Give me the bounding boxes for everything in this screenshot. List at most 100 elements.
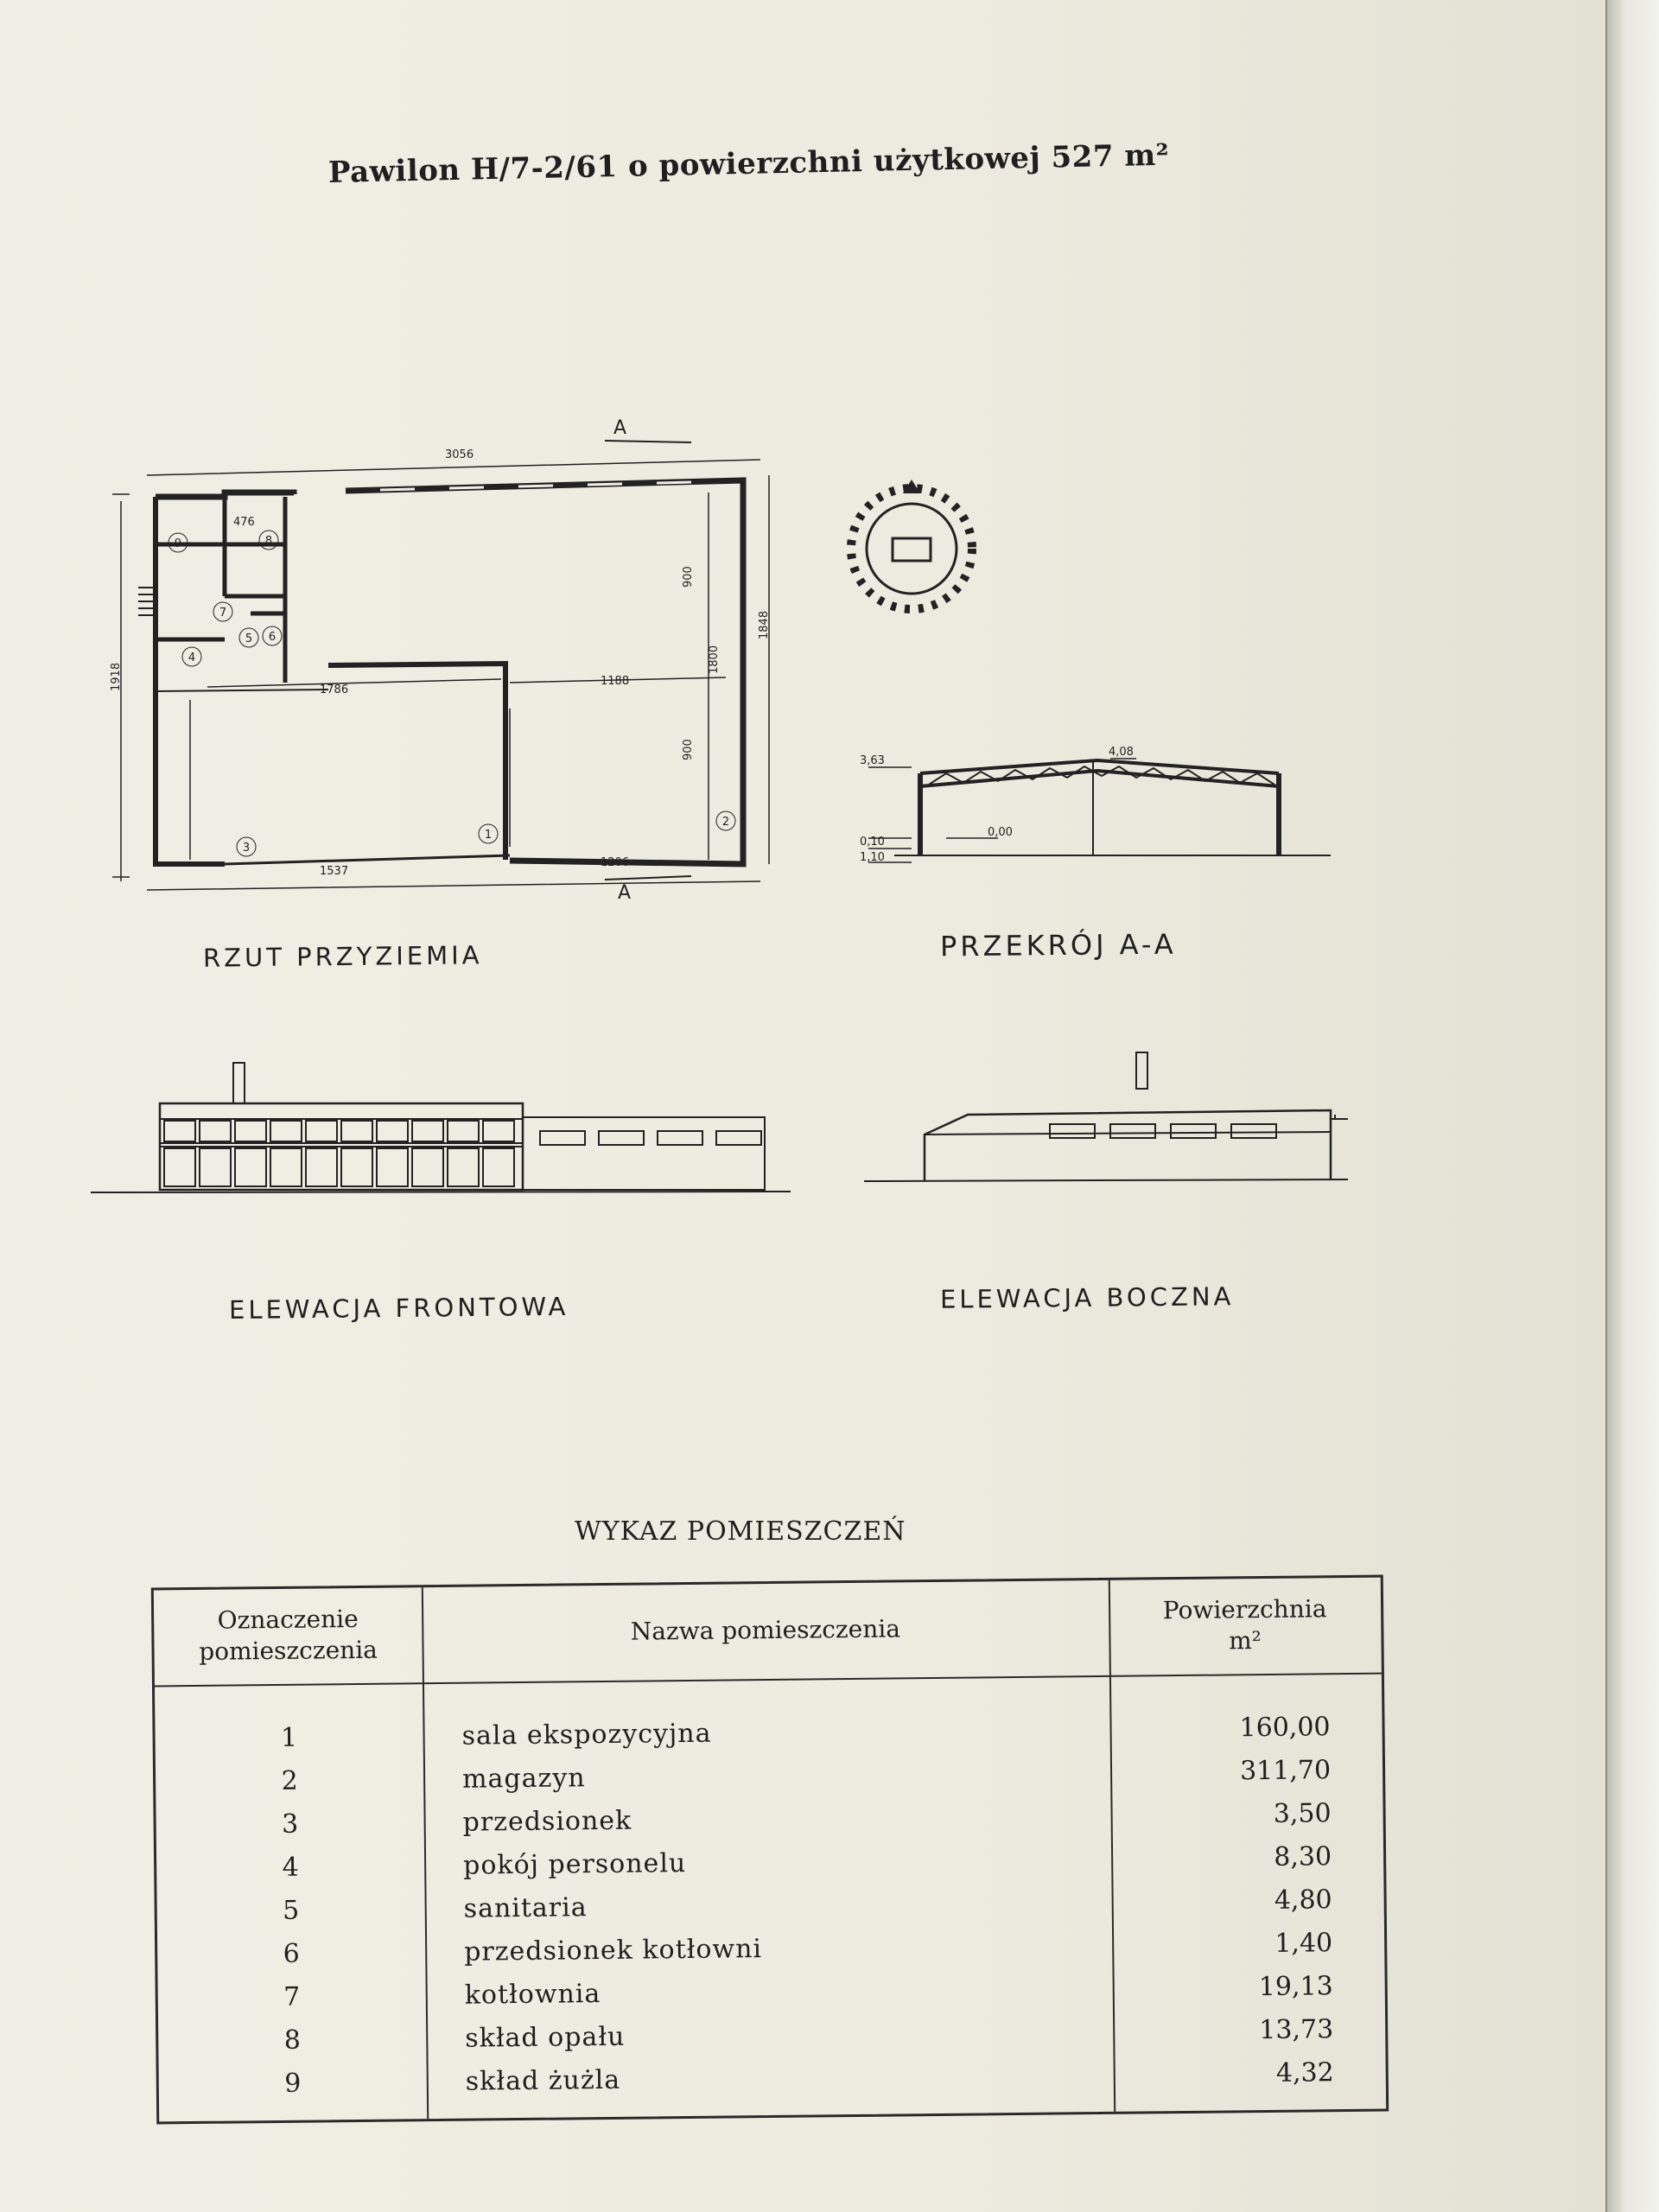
dim-mid-right: 1188 bbox=[601, 675, 629, 688]
dim-left-height: 1918 bbox=[110, 663, 123, 691]
window-pane bbox=[340, 1147, 373, 1187]
dim-mid-height: 1800 bbox=[708, 645, 721, 674]
header-designation-line1: Oznaczenie bbox=[217, 1604, 359, 1635]
dim-right-height: 1848 bbox=[758, 611, 771, 639]
room-area: 3,50 bbox=[1273, 1798, 1332, 1829]
header-designation-line2: pomieszczenia bbox=[199, 1635, 378, 1666]
level-010: 0,10 bbox=[860, 836, 885, 849]
room-name: magazyn bbox=[461, 1763, 586, 1795]
window-pane bbox=[305, 1147, 338, 1187]
side-elevation-caption: ELEWACJA BOCZNA bbox=[939, 1281, 1235, 1314]
window-band bbox=[715, 1130, 762, 1146]
room-marker-6: 6 bbox=[269, 631, 276, 644]
window-band bbox=[1170, 1123, 1217, 1139]
room-area: 1,40 bbox=[1274, 1928, 1333, 1959]
room-marker-5: 5 bbox=[245, 632, 252, 645]
room-number: 7 bbox=[283, 1981, 301, 2012]
window-pane bbox=[376, 1147, 409, 1187]
window-pane bbox=[270, 1120, 302, 1142]
room-number: 2 bbox=[281, 1765, 298, 1796]
room-name: przedsionek kotłowni bbox=[464, 1934, 763, 1967]
window-pane bbox=[199, 1147, 232, 1187]
dim-top-room: 476 bbox=[233, 516, 255, 529]
dim-bottom-left: 1537 bbox=[320, 865, 348, 878]
window-pane bbox=[163, 1147, 196, 1187]
window-band bbox=[539, 1130, 586, 1146]
room-name: skład żużla bbox=[465, 2064, 621, 2097]
floor-plan-drawing: 3056 476 1918 1848 900 1800 900 1786 118… bbox=[110, 417, 771, 899]
window-pane bbox=[234, 1120, 267, 1142]
window-pane bbox=[376, 1120, 409, 1142]
level-110: 1,10 bbox=[860, 851, 885, 864]
document-page bbox=[0, 0, 1607, 2212]
room-number: 5 bbox=[282, 1895, 300, 1926]
room-marker-8: 8 bbox=[265, 535, 272, 548]
header-area-line2: m² bbox=[1228, 1626, 1262, 1656]
level-top-right: 4,08 bbox=[1109, 746, 1134, 759]
window-pane bbox=[340, 1120, 373, 1142]
front-elevation-caption: ELEWACJA FRONTOWA bbox=[228, 1291, 569, 1325]
header-area-line1: Powierzchnia bbox=[1162, 1594, 1327, 1625]
window-pane bbox=[482, 1147, 515, 1187]
room-number: 8 bbox=[283, 2024, 302, 2056]
front-elevation-drawing bbox=[91, 1062, 791, 1193]
section-drawing: 3,63 4,08 0,00 0,10 1,10 bbox=[860, 746, 1331, 864]
room-marker-2: 2 bbox=[722, 816, 729, 829]
next-page-edge bbox=[1605, 0, 1659, 2212]
header-divider bbox=[154, 1672, 1382, 1688]
section-marker-top: A bbox=[613, 417, 626, 439]
room-number: 6 bbox=[283, 1938, 300, 1969]
table-title: WYKAZ POMIESZCZEŃ bbox=[575, 1516, 906, 1547]
room-name: skład opału bbox=[465, 2021, 626, 2054]
room-name: kotłownia bbox=[464, 1979, 601, 2011]
window-band bbox=[1049, 1123, 1096, 1139]
window-pane bbox=[270, 1147, 302, 1187]
room-marker-1: 1 bbox=[485, 829, 492, 842]
room-number: 3 bbox=[281, 1808, 299, 1840]
rooms-table: Oznaczenie pomieszczenia Nazwa pomieszcz… bbox=[150, 1574, 1389, 2125]
header-designation: Oznaczenie pomieszczenia bbox=[154, 1603, 423, 1668]
window-pane bbox=[447, 1147, 480, 1187]
room-area: 4,80 bbox=[1274, 1885, 1332, 1916]
room-name: sala ekspozycyjna bbox=[461, 1718, 712, 1751]
plan-caption: RZUT PRZYZIEMIA bbox=[202, 940, 483, 973]
site-orientation-drawing bbox=[847, 480, 976, 613]
dim-inner-lower: 900 bbox=[682, 739, 695, 760]
room-area: 160,00 bbox=[1239, 1712, 1331, 1744]
window-band bbox=[657, 1130, 703, 1146]
side-elevation-drawing bbox=[864, 1052, 1348, 1182]
room-area: 13,73 bbox=[1259, 2014, 1334, 2046]
room-number: 4 bbox=[282, 1852, 299, 1883]
section-marker-bottom: A bbox=[618, 882, 631, 899]
window-band bbox=[1109, 1123, 1156, 1139]
window-pane bbox=[305, 1120, 338, 1142]
dim-top: 3056 bbox=[445, 448, 474, 461]
room-marker-9: 9 bbox=[175, 537, 181, 550]
room-area: 4,32 bbox=[1275, 2057, 1334, 2088]
window-pane bbox=[199, 1120, 232, 1142]
level-top-left: 3,63 bbox=[860, 754, 885, 767]
room-area: 19,13 bbox=[1258, 1971, 1333, 2003]
room-number: 9 bbox=[284, 2068, 302, 2099]
dim-inner-upper: 900 bbox=[682, 566, 695, 588]
room-marker-3: 3 bbox=[243, 842, 250, 855]
room-area: 311,70 bbox=[1239, 1755, 1332, 1787]
window-pane bbox=[234, 1147, 267, 1187]
window-band bbox=[1230, 1123, 1277, 1139]
window-band bbox=[598, 1130, 645, 1146]
window-pane bbox=[482, 1120, 515, 1142]
room-marker-4: 4 bbox=[188, 652, 195, 664]
dim-bottom-right: 1206 bbox=[601, 856, 629, 869]
header-area: Powierzchnia m² bbox=[1109, 1593, 1382, 1658]
room-name: sanitaria bbox=[463, 1892, 588, 1924]
room-area: 8,30 bbox=[1274, 1841, 1332, 1872]
room-number: 1 bbox=[280, 1722, 298, 1753]
window-pane bbox=[163, 1120, 196, 1142]
room-marker-7: 7 bbox=[219, 607, 226, 620]
dim-mid-left: 1786 bbox=[320, 683, 348, 696]
window-pane bbox=[411, 1147, 444, 1187]
level-zero: 0,00 bbox=[988, 826, 1013, 839]
room-name: przedsionek bbox=[462, 1805, 632, 1838]
window-pane bbox=[411, 1120, 444, 1142]
window-pane bbox=[447, 1120, 480, 1142]
